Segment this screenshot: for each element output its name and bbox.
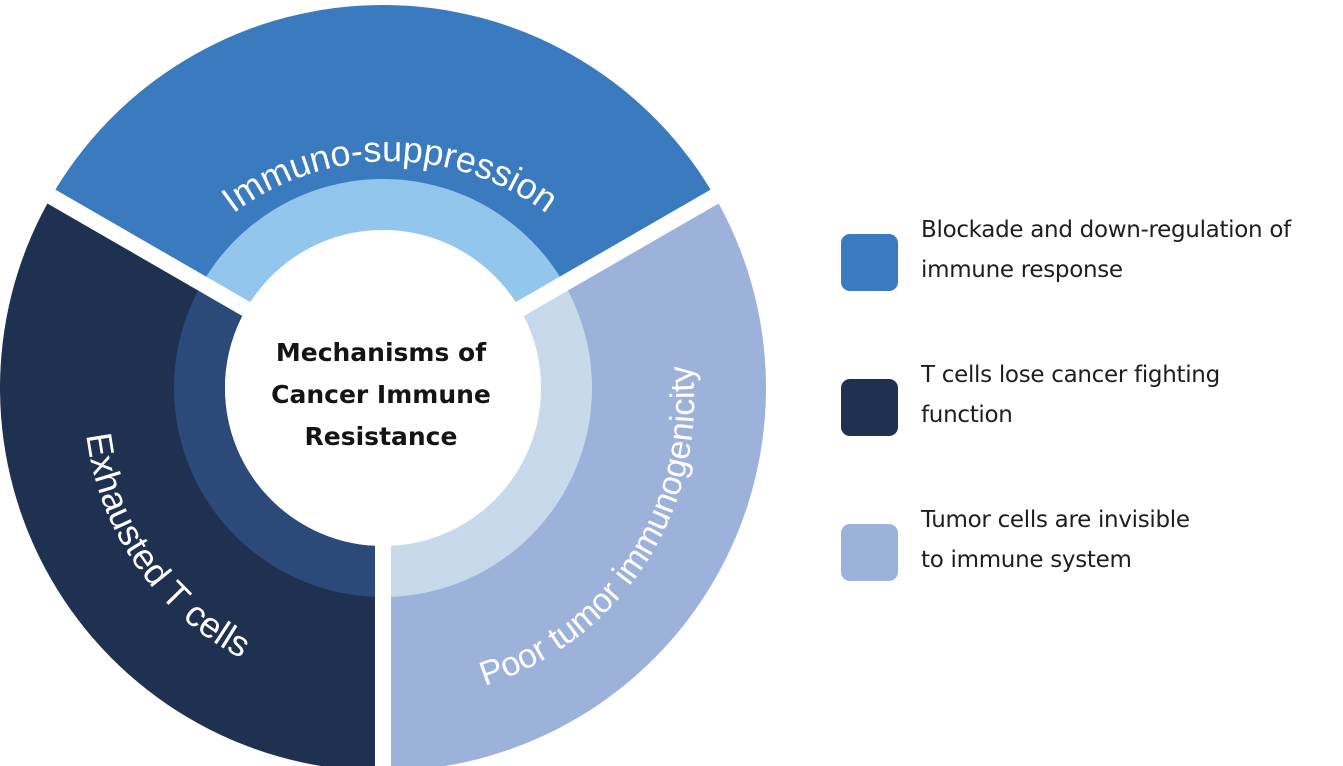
center-circle — [225, 230, 541, 546]
center-title-line: Mechanisms of — [276, 338, 487, 367]
legend-item-poor-immunogenicity: Tumor cells are invisible to immune syst… — [841, 500, 1190, 581]
legend-text: T cells lose cancer fighting function — [921, 362, 1220, 428]
segment-outer-poor-tumor-immunogenicity — [390, 203, 766, 766]
mechanisms-wheel: Immuno-suppression Poor tumor immunogeni… — [0, 4, 766, 766]
legend-swatch — [841, 379, 898, 436]
segment-outer-exhausted-t-cells — [0, 203, 376, 766]
segment-inner-poor-tumor-immunogenicity — [390, 290, 592, 597]
segment-inner-immuno-suppression — [206, 179, 560, 303]
legend: Blockade and down-regulation of immune r… — [841, 0, 1343, 766]
segment-inner-exhausted-t-cells — [174, 290, 376, 597]
legend-item-exhausted-t-cells: T cells lose cancer fighting function — [841, 355, 1220, 436]
center-title: Mechanisms of Cancer Immune Resistance — [271, 338, 491, 451]
center-title-line: Resistance — [305, 422, 458, 451]
segment-outer-immuno-suppression — [55, 4, 711, 278]
legend-swatch — [841, 234, 898, 291]
legend-item-immunosuppression: Blockade and down-regulation of immune r… — [841, 210, 1291, 291]
legend-text: Blockade and down-regulation of immune r… — [921, 217, 1291, 283]
legend-text: Tumor cells are invisible to immune syst… — [921, 507, 1190, 573]
center-title-line: Cancer Immune — [271, 380, 491, 409]
legend-swatch — [841, 524, 898, 581]
